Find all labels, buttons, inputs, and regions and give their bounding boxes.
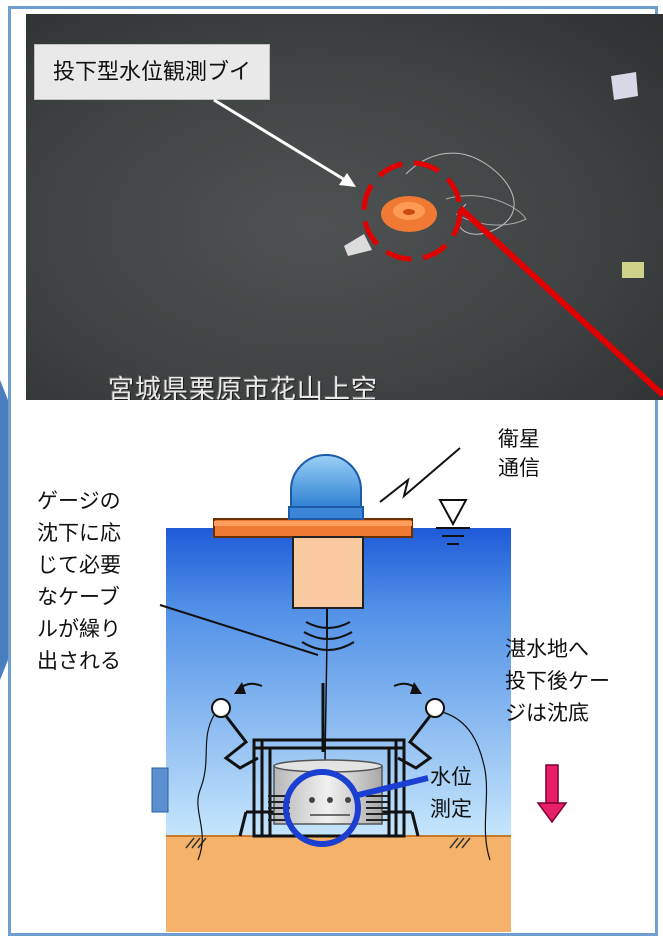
photo-caption: 宮城県栗原市花山上空 <box>108 375 379 400</box>
right-wire <box>441 711 491 861</box>
satellite-signal <box>379 447 461 503</box>
measure-pointer <box>353 775 429 799</box>
ground <box>166 836 511 932</box>
debris-2 <box>344 234 372 256</box>
sink-arrow-shaft <box>545 764 559 804</box>
sink-arrow-head <box>536 802 568 824</box>
water-level-symbol <box>438 499 468 527</box>
cable-coil-3 <box>301 641 355 651</box>
left-sensor-arm <box>223 715 259 770</box>
cable-note-line2: 沈下に応 <box>37 521 121 545</box>
buoy-body <box>292 536 364 609</box>
right-sensor-arm <box>397 715 433 770</box>
left-sensor <box>211 698 231 718</box>
buoy-float-shine <box>214 521 412 526</box>
highlight-leader <box>457 205 663 398</box>
debris-1 <box>611 72 638 100</box>
left-wire <box>197 714 215 861</box>
ground-hatch-right <box>449 837 471 849</box>
gauge-bolts <box>309 797 351 803</box>
sink-note-line3: ジは沈底 <box>505 701 589 725</box>
tether-line-1 <box>405 152 515 235</box>
photo-scene <box>344 72 644 278</box>
sink-note-line1: 湛水地へ <box>505 637 589 661</box>
label-pointer <box>213 98 346 182</box>
satellite-label-line1: 衛星 <box>498 427 540 451</box>
side-block <box>151 767 169 813</box>
sink-note-line2: 投下後ケー <box>505 669 610 693</box>
measure-label-line2: 測定 <box>430 797 472 821</box>
cable-note-pointer <box>159 604 319 656</box>
right-sensor <box>425 698 445 718</box>
label-pointer-head <box>339 173 356 187</box>
measure-label-line1: 水位 <box>430 765 472 789</box>
left-rotate-arrow-head <box>234 682 246 694</box>
highlight-circle <box>361 160 463 262</box>
cable-note-line3: じて必要 <box>37 553 121 577</box>
side-tab <box>0 380 8 680</box>
cable-note-line4: なケーブ <box>37 585 120 609</box>
cable-note-line6: 出される <box>37 649 121 673</box>
right-rotate-arrow-head <box>410 682 422 694</box>
cable-note-line1: ゲージの <box>37 489 121 513</box>
dome-base <box>288 506 364 520</box>
photo-label: 投下型水位観測ブイ <box>34 44 270 100</box>
cable-note-line5: ルが繰り <box>37 617 121 641</box>
debris-3 <box>622 262 644 278</box>
satellite-label-line2: 通信 <box>498 456 540 480</box>
buoy-core <box>403 209 415 215</box>
antenna-dome <box>290 454 362 510</box>
measure-ring <box>283 769 361 847</box>
